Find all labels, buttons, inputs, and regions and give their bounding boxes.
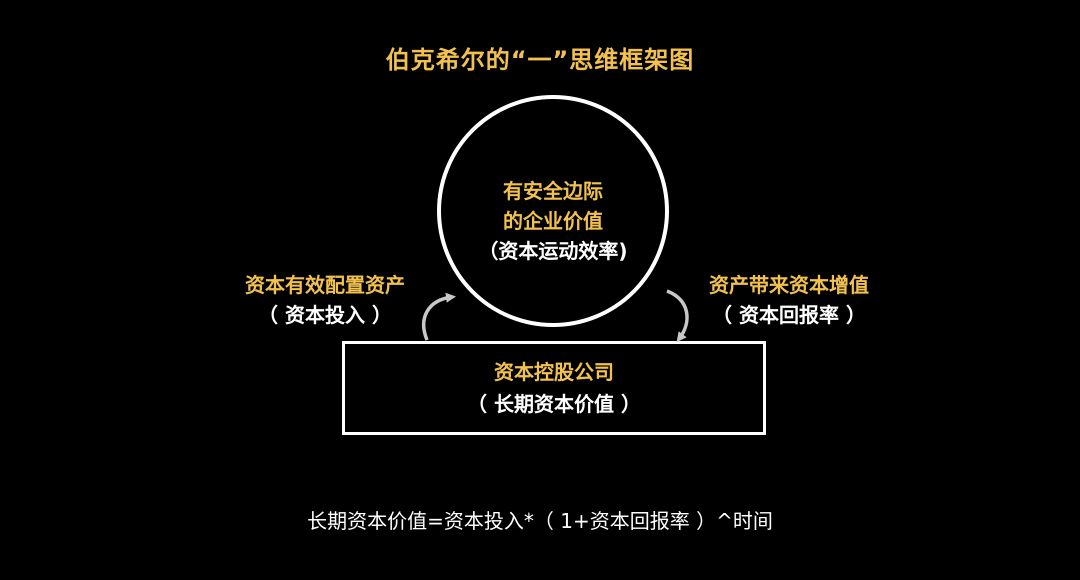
box-label: 资本控股公司 （ 长期资本价值 ） <box>342 356 766 420</box>
box-label-line1: 资本控股公司 <box>494 360 614 384</box>
left-label-line2: （ 资本投入 ） <box>258 303 392 327</box>
right-label-line1: 资产带来资本增值 <box>709 273 869 297</box>
enterprise-value-circle <box>437 95 669 327</box>
capital-return-label: 资产带来资本增值 （ 资本回报率 ） <box>690 270 888 330</box>
right-curved-arrow-icon <box>666 289 689 343</box>
capital-investment-label: 资本有效配置资产 （ 资本投入 ） <box>230 270 420 330</box>
diagram-title: 伯克希尔的“一”思维框架图 <box>385 46 695 74</box>
formula-text: 长期资本价值=资本投入*（ 1+资本回报率 ）^时间 <box>307 509 773 533</box>
right-label-line2: （ 资本回报率 ） <box>712 303 866 327</box>
box-label-line2: （ 长期资本价值 ） <box>467 392 641 416</box>
left-curved-arrow-icon <box>422 292 456 341</box>
holding-company-box <box>342 341 766 435</box>
circle-label-line3: （资本运动效率) <box>478 239 628 263</box>
circle-label-line1: 有安全边际 <box>503 179 603 203</box>
left-label-line1: 资本有效配置资产 <box>245 273 405 297</box>
circle-label-line2: 的企业价值 <box>503 209 603 233</box>
circle-label: 有安全边际 的企业价值 （资本运动效率) <box>437 176 669 266</box>
